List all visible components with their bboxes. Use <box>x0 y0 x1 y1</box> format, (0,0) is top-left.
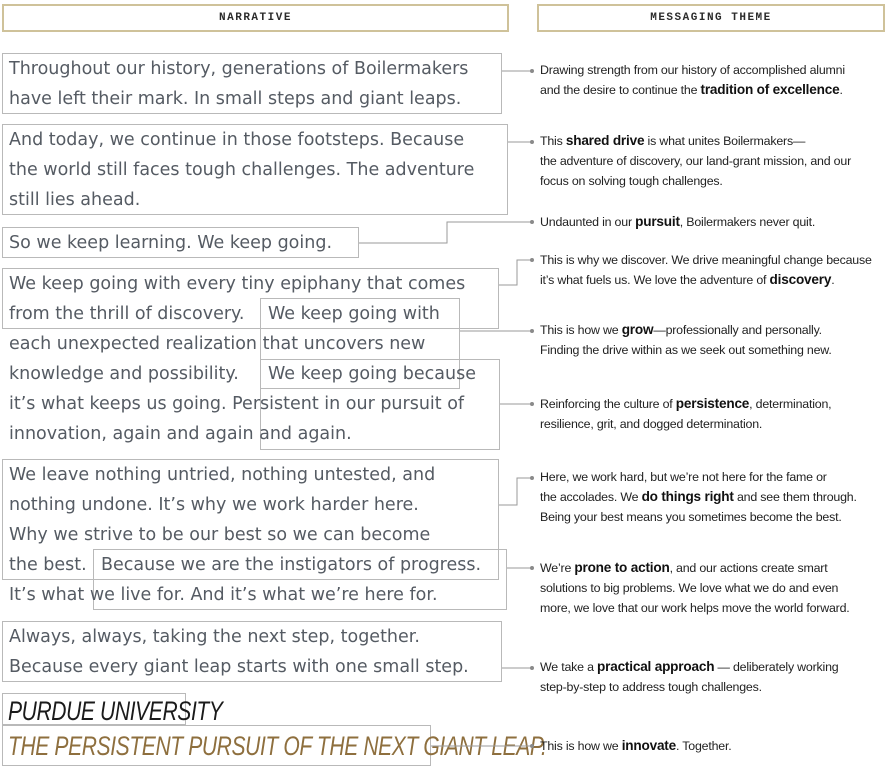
theme-8: We’re prone to action, and our actions c… <box>540 560 850 615</box>
narrative-b9-l1: Always, always, taking the next step, to… <box>9 627 420 647</box>
narrative-b7-l2: nothing undone. It’s why we work harder … <box>9 495 419 515</box>
theme-2: This shared drive is what unites Boilerm… <box>540 133 851 188</box>
connector-dot-10 <box>530 744 534 748</box>
connector-dot-9 <box>530 666 534 670</box>
narrative-b7-l1: We leave nothing untried, nothing untest… <box>9 465 436 485</box>
theme-5: This is how we grow—professionally and p… <box>540 322 832 357</box>
connector-dot-8 <box>530 566 534 570</box>
narrative-b2-l2: the world still faces tough challenges. … <box>9 160 475 180</box>
narrative-b2-l3: still lies ahead. <box>9 190 141 210</box>
connector-dot-5 <box>530 329 534 333</box>
connector-dot-4 <box>530 258 534 262</box>
narrative-b1-l1: Throughout our history, generations of B… <box>9 59 469 79</box>
narrative-b8-l2: It’s what we live for. And it’s what we’… <box>9 585 438 605</box>
theme-2-keyword: shared drive <box>565 133 645 148</box>
narrative-b7-l4: the best. <box>9 555 87 575</box>
narrative-b4-l2: from the thrill of discovery. <box>9 304 245 324</box>
theme-6-keyword: persistence <box>675 396 750 411</box>
connector-7 <box>499 477 532 506</box>
narrative-b3-l1: So we keep learning. We keep going. <box>9 233 333 253</box>
theme-1: Drawing strength from our history of acc… <box>540 63 845 97</box>
narrative-b6-l3: innovation, again and again and again. <box>9 424 352 444</box>
narrative-box-4 <box>2 268 499 329</box>
theme-4: This is why we discover. We drive meanin… <box>540 253 872 287</box>
theme-1-keyword: tradition of excellence <box>700 82 840 97</box>
narrative-box-9 <box>2 621 502 682</box>
narrative-b6-l2: it’s what keeps us going. Persistent in … <box>9 394 465 414</box>
theme-10-keyword: innovate <box>621 738 676 753</box>
narrative-box-8 <box>93 549 507 610</box>
narrative-box-2 <box>2 124 508 215</box>
narrative-b5-l1: We keep going with <box>268 304 440 324</box>
theme-7: Here, we work hard, but we’re not here f… <box>540 470 857 524</box>
connector-dot-6 <box>530 402 534 406</box>
narrative-b6-l1: We keep going because <box>268 364 476 384</box>
narrative-box-1 <box>2 53 502 114</box>
tagline-box <box>2 725 431 766</box>
connector-dot-1 <box>530 69 534 73</box>
theme-8-keyword: prone to action <box>574 560 670 575</box>
connector-3 <box>359 221 532 244</box>
narrative-b1-l2: have left their mark. In small steps and… <box>9 89 462 109</box>
narrative-header: NARRATIVE <box>2 4 509 32</box>
narrative-b5-l2: each unexpected realization that uncover… <box>9 334 426 354</box>
theme-9: We take a practical approach — deliberat… <box>540 659 839 694</box>
brand-name: PURDUE UNIVERSITY <box>8 696 223 726</box>
narrative-b8-l1: Because we are the instigators of progre… <box>101 555 482 575</box>
narrative-box-6 <box>260 359 500 450</box>
narrative-b2-l1: And today, we continue in those footstep… <box>9 130 465 150</box>
connector-dot-3 <box>530 220 534 224</box>
theme-6: Reinforcing the culture of persistence, … <box>540 396 832 431</box>
narrative-box-3 <box>2 227 359 258</box>
narrative-box-5 <box>260 298 460 389</box>
theme-9-keyword: practical approach <box>597 659 715 674</box>
theme-10: This is how we innovate. Together. <box>540 738 732 753</box>
messaging-theme-header: MESSAGING THEME <box>537 4 885 32</box>
connector-dot-7 <box>530 476 534 480</box>
narrative-box-7 <box>2 459 499 580</box>
theme-7-keyword: do things right <box>641 489 734 504</box>
narrative-b5-l3: knowledge and possibility. <box>9 364 239 384</box>
narrative-b9-l2: Because every giant leap starts with one… <box>9 657 469 677</box>
theme-5-keyword: grow <box>621 322 654 337</box>
theme-3: Undaunted in our pursuit, Boilermakers n… <box>540 214 816 229</box>
narrative-b4-l1: We keep going with every tiny epiphany t… <box>9 274 466 294</box>
theme-4-keyword: discovery <box>769 272 832 287</box>
connector-dot-2 <box>530 140 534 144</box>
narrative-b7-l3: Why we strive to be our best so we can b… <box>9 525 431 545</box>
theme-3-keyword: pursuit <box>635 214 680 229</box>
brand-box <box>2 693 186 725</box>
connector-4 <box>499 259 532 286</box>
